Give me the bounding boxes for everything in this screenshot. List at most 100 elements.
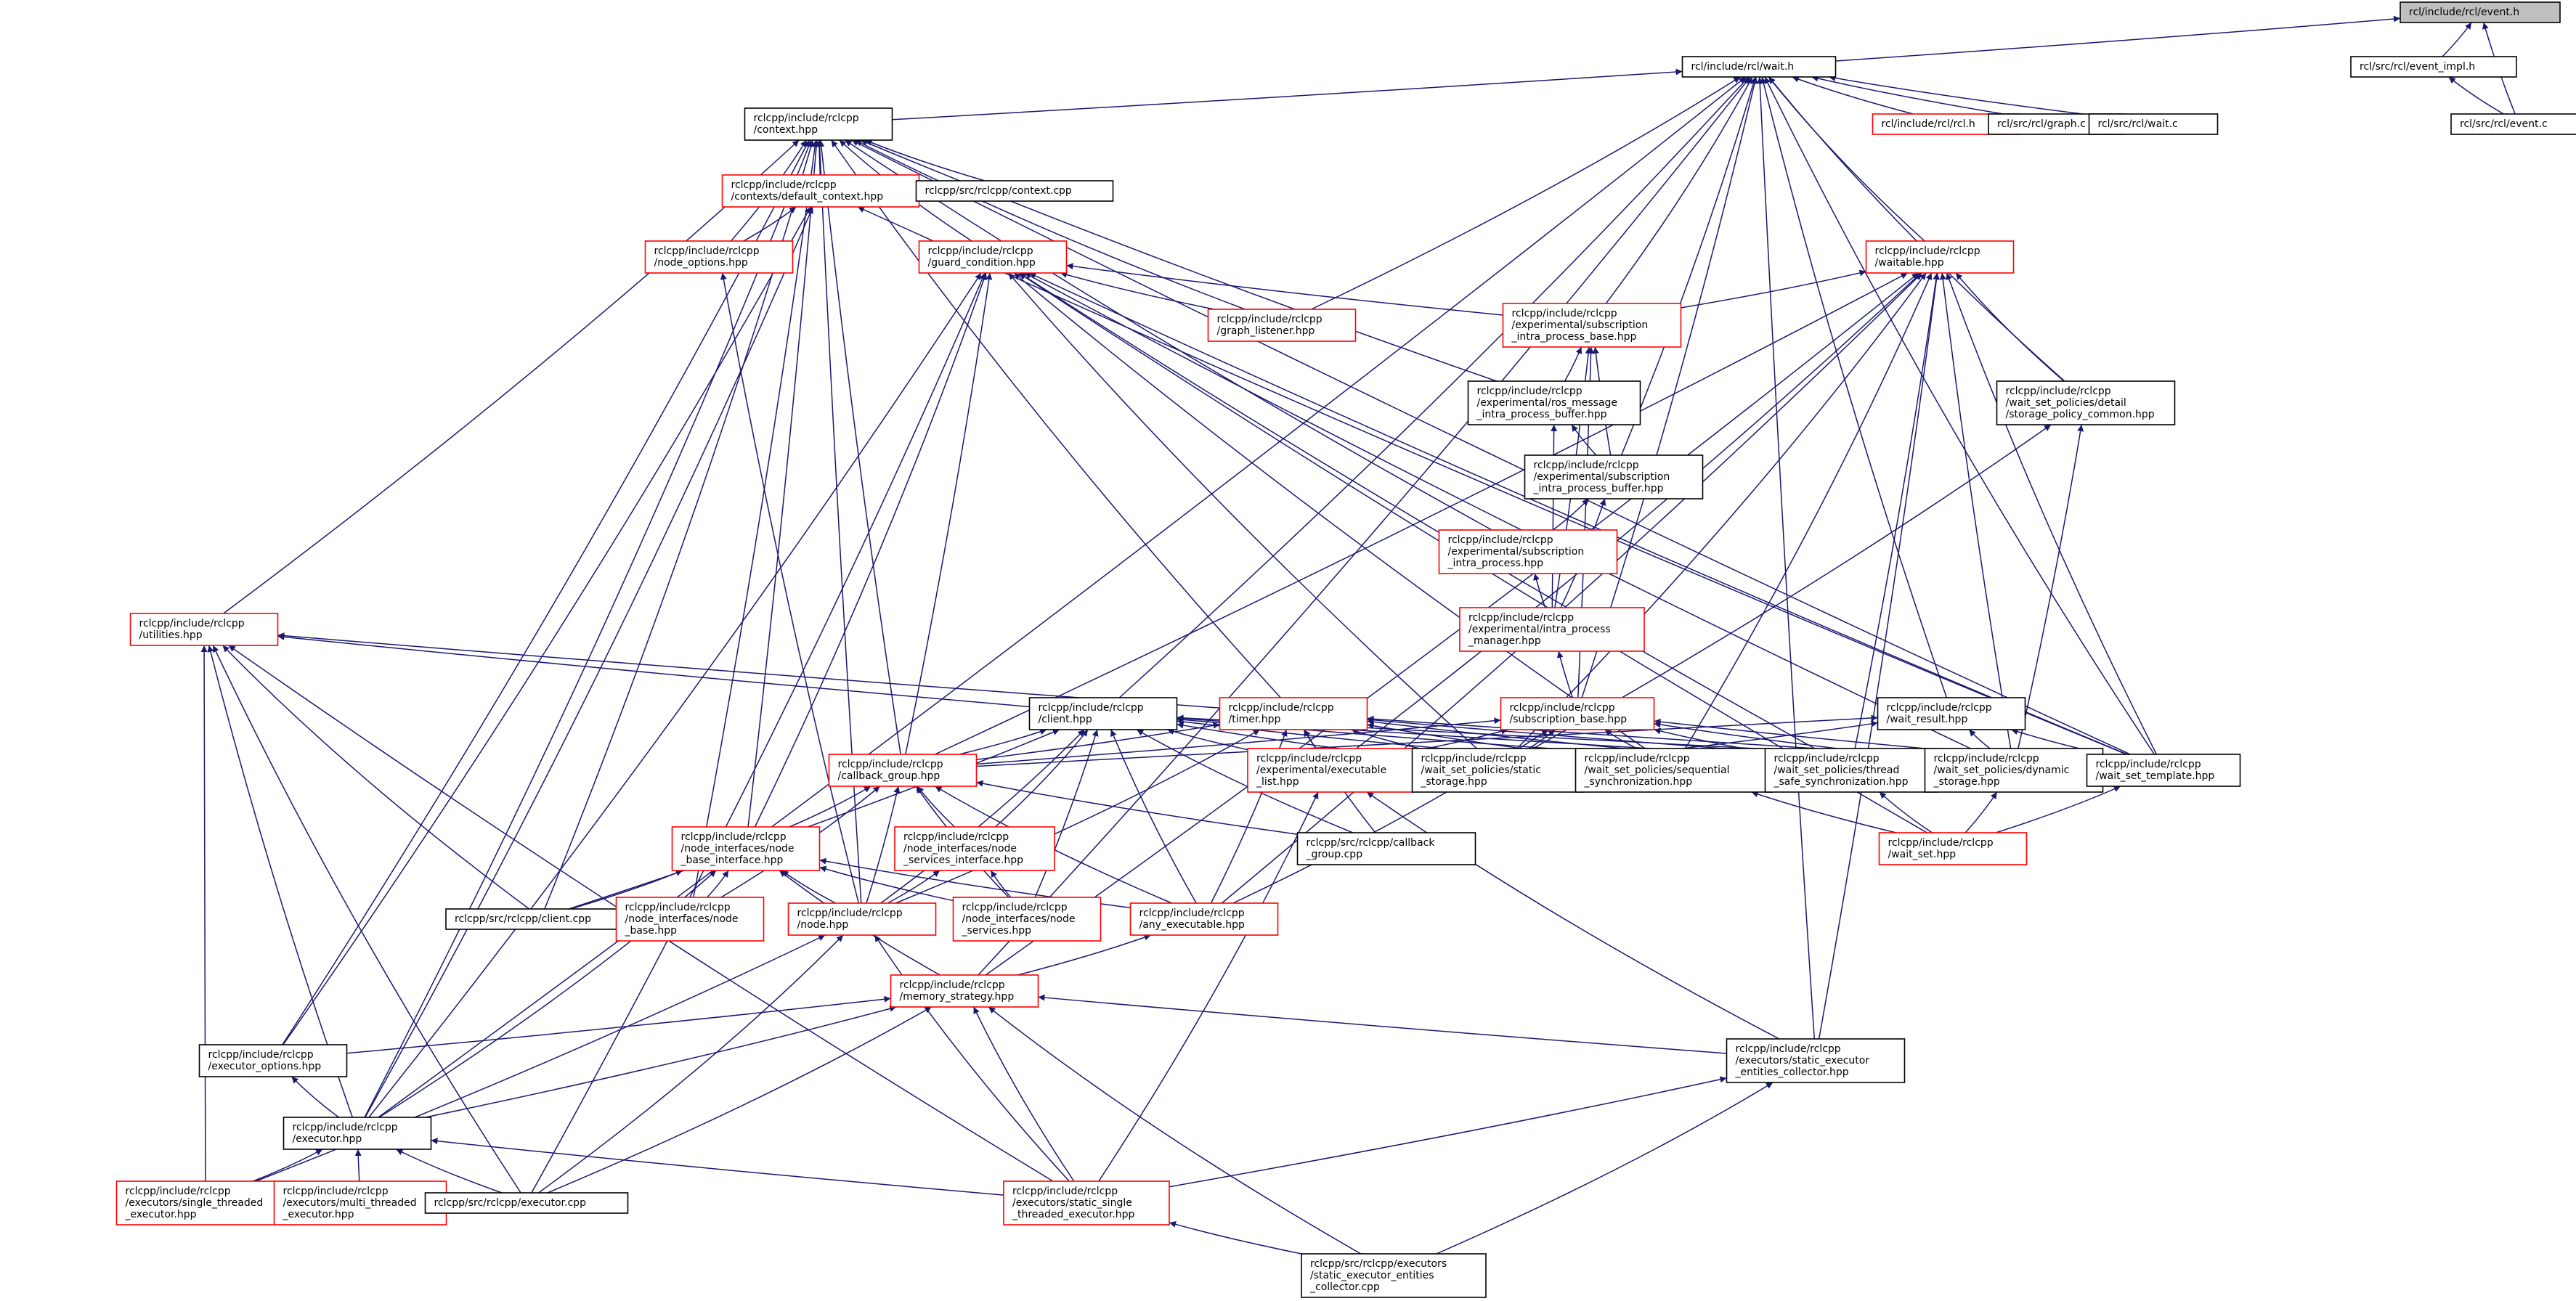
edge-context-hpp-to-wait-h <box>892 68 1683 121</box>
edge-node-hpp-to-node-options <box>720 272 859 904</box>
node-wsp-detail[interactable]: rclcpp/include/rclcpp/wait_set_policies/… <box>1996 380 2176 425</box>
node-label-line: rclcpp/include/rclcpp <box>1421 753 1527 764</box>
node-label-line: rclcpp/include/rclcpp <box>1534 460 1639 471</box>
node-node-options[interactable]: rclcpp/include/rclcpp/node_options.hpp <box>644 240 794 274</box>
node-callback-group[interactable]: rclcpp/include/rclcpp/callback_group.hpp <box>828 754 978 787</box>
node-sub-ip-base[interactable]: rclcpp/include/rclcpp/experimental/subsc… <box>1502 303 1682 348</box>
edge-ni-node-services-to-client-hpp <box>1034 729 1099 898</box>
edge-static-single-to-executor-hpp <box>431 1138 1004 1196</box>
edge-wsp-seq-to-sub-base <box>1604 729 1638 749</box>
node-callback-group-cpp[interactable]: rclcpp/src/rclcpp/callback_group.cpp <box>1296 832 1476 865</box>
node-utilities[interactable]: rclcpp/include/rclcpp/utilities.hpp <box>129 613 279 646</box>
edge-wait-result-to-wait-h <box>1760 76 1948 698</box>
node-ni-base[interactable]: rclcpp/include/rclcpp/node_interfaces/no… <box>671 826 821 871</box>
node-sub-ip[interactable]: rclcpp/include/rclcpp/experimental/subsc… <box>1438 529 1618 574</box>
node-wait-c[interactable]: rcl/src/rcl/wait.c <box>2088 113 2219 135</box>
node-client-cpp[interactable]: rclcpp/src/rclcpp/client.cpp <box>445 908 637 930</box>
node-multi-threaded[interactable]: rclcpp/include/rclcpp/executors/multi_th… <box>273 1180 447 1225</box>
edge-node-hpp-to-client-hpp <box>880 729 1085 904</box>
node-label-line: rclcpp/include/rclcpp <box>731 179 837 191</box>
edge-sec-collector-cpp-to-memory-strategy <box>988 1006 1362 1255</box>
node-sub-base[interactable]: rclcpp/include/rclcpp/subscription_base.… <box>1500 697 1655 730</box>
node-executor-cpp[interactable]: rclcpp/src/rclcpp/executor.cpp <box>424 1192 629 1214</box>
node-sub-ip-buffer[interactable]: rclcpp/include/rclcpp/experimental/subsc… <box>1524 454 1704 499</box>
node-ni-node-services[interactable]: rclcpp/include/rclcpp/node_interfaces/no… <box>952 897 1102 942</box>
node-any-executable[interactable]: rclcpp/include/rclcpp/any_executable.hpp <box>1129 902 1279 936</box>
node-wait-result[interactable]: rclcpp/include/rclcpp/wait_result.hpp <box>1877 697 2026 730</box>
node-label-line: /node.hpp <box>797 919 849 931</box>
node-label-line: /executor_options.hpp <box>208 1061 322 1072</box>
edge-wsp-detail-to-waitable <box>1955 272 2065 382</box>
node-label-line: /node_options.hpp <box>654 257 748 269</box>
node-default-context[interactable]: rclcpp/include/rclcpp/contexts/default_c… <box>721 174 920 208</box>
node-wait-h[interactable]: rcl/include/rcl/wait.h <box>1681 56 1837 78</box>
node-label-line: /contexts/default_context.hpp <box>731 191 884 203</box>
node-sec-collector[interactable]: rclcpp/include/rclcpp/executors/static_e… <box>1726 1038 1906 1083</box>
edge-wait-set-to-wsp-seq <box>1751 791 1896 833</box>
edge-any-executable-to-client-hpp <box>1110 729 1197 904</box>
edge-executor-hpp-to-wait-h <box>378 76 1747 1118</box>
node-context-hpp[interactable]: rclcpp/include/rclcpp/context.hpp <box>744 107 893 141</box>
node-label-line: /experimental/executable <box>1256 764 1386 776</box>
node-box <box>1764 748 1938 793</box>
node-box <box>1296 832 1476 865</box>
edge-node-options-to-default-context <box>743 206 797 242</box>
node-label-line: /node_interfaces/node <box>962 913 1076 925</box>
node-box <box>1129 902 1279 936</box>
node-waitable[interactable]: rclcpp/include/rclcpp/waitable.hpp <box>1865 240 2015 274</box>
edge-wsp-dynamic-to-wsp-detail <box>2018 424 2084 749</box>
node-guard-condition[interactable]: rclcpp/include/rclcpp/guard_condition.hp… <box>918 240 1068 274</box>
node-exec-list[interactable]: rclcpp/include/rclcpp/experimental/execu… <box>1247 748 1414 793</box>
node-wsp-static[interactable]: rclcpp/include/rclcpp/wait_set_policies/… <box>1411 748 1585 793</box>
node-label-line: rclcpp/include/rclcpp <box>625 902 731 913</box>
node-wait-set[interactable]: rclcpp/include/rclcpp/wait_set.hpp <box>1878 832 2028 865</box>
node-label-line: /experimental/subscription <box>1534 471 1670 483</box>
edge-memory-strategy-to-wait-h <box>978 76 1751 976</box>
node-static-single[interactable]: rclcpp/include/rclcpp/executors/static_s… <box>1003 1180 1170 1225</box>
node-box <box>1877 697 2026 730</box>
node-executor-hpp[interactable]: rclcpp/include/rclcpp/executor.hpp <box>283 1117 432 1150</box>
node-sec-collector-cpp[interactable]: rclcpp/src/rclcpp/executors/static_execu… <box>1301 1253 1487 1298</box>
node-box <box>1502 303 1682 348</box>
node-box <box>1301 1253 1487 1298</box>
edge-ip-manager-to-sub-ip <box>1533 573 1546 608</box>
node-label-line: _base_interface.hpp <box>680 855 784 866</box>
node-label-line: _executor.hpp <box>125 1209 197 1220</box>
node-box <box>894 826 1055 871</box>
edge-rcl-h-to-wait-h <box>1792 76 1914 115</box>
node-memory-strategy[interactable]: rclcpp/include/rclcpp/memory_strategy.hp… <box>890 974 1039 1008</box>
edge-layer <box>200 15 2516 1255</box>
node-wsp-thread[interactable]: rclcpp/include/rclcpp/wait_set_policies/… <box>1764 748 1938 793</box>
edge-wait-set-template-to-context-hpp <box>851 139 2131 755</box>
node-client-hpp[interactable]: rclcpp/include/rclcpp/client.hpp <box>1028 697 1178 730</box>
node-label-line: /wait_set_policies/detail <box>2006 397 2126 409</box>
node-wait-set-template[interactable]: rclcpp/include/rclcpp/wait_set_template.… <box>2086 754 2241 787</box>
edge-wait-set-to-wsp-thread <box>1879 791 1933 833</box>
node-context-cpp[interactable]: rclcpp/src/rclcpp/context.cpp <box>915 180 1114 202</box>
node-timer-hpp[interactable]: rclcpp/include/rclcpp/timer.hpp <box>1219 697 1368 730</box>
edge-executor-hpp-to-memory-strategy <box>425 1005 897 1118</box>
node-node-hpp[interactable]: rclcpp/include/rclcpp/node.hpp <box>787 902 937 936</box>
node-graph-listener[interactable]: rclcpp/include/rclcpp/graph_listener.hpp <box>1207 309 1357 342</box>
edge-ni-node-base-to-ni-base <box>707 870 729 898</box>
node-box <box>918 240 1068 274</box>
node-label-line: rclcpp/include/rclcpp <box>139 618 245 629</box>
node-wsp-seq[interactable]: rclcpp/include/rclcpp/wait_set_policies/… <box>1575 748 1773 793</box>
node-label-line: /experimental/ros_message <box>1477 397 1618 409</box>
node-event-h[interactable]: rcl/include/rcl/event.h <box>2400 1 2561 23</box>
node-box <box>1865 240 2015 274</box>
node-ip-manager[interactable]: rclcpp/include/rclcpp/experimental/intra… <box>1459 607 1645 652</box>
edge-any-executable-to-waitable <box>1221 272 1923 904</box>
node-wsp-dynamic[interactable]: rclcpp/include/rclcpp/wait_set_policies/… <box>1924 748 2104 793</box>
node-ni-services-iface[interactable]: rclcpp/include/rclcpp/node_interfaces/no… <box>894 826 1055 871</box>
node-label-line: rcl/include/rcl/rcl.h <box>1882 118 1975 130</box>
node-label-line: rcl/src/rcl/event.c <box>2460 118 2548 130</box>
node-executor-options[interactable]: rclcpp/include/rclcpp/executor_options.h… <box>198 1044 348 1077</box>
node-event-impl-h[interactable]: rcl/src/rcl/event_impl.h <box>2350 56 2517 78</box>
edge-graph-listener-to-wait-h <box>1311 76 1741 310</box>
node-single-threaded[interactable]: rclcpp/include/rclcpp/executors/single_t… <box>115 1180 296 1225</box>
node-label-line: /client.hpp <box>1039 714 1092 725</box>
node-ni-node-base[interactable]: rclcpp/include/rclcpp/node_interfaces/no… <box>615 897 765 942</box>
node-event-c[interactable]: rcl/src/rcl/event.c <box>2450 113 2576 135</box>
node-ros-msg-buffer[interactable]: rclcpp/include/rclcpp/experimental/ros_m… <box>1467 380 1641 425</box>
